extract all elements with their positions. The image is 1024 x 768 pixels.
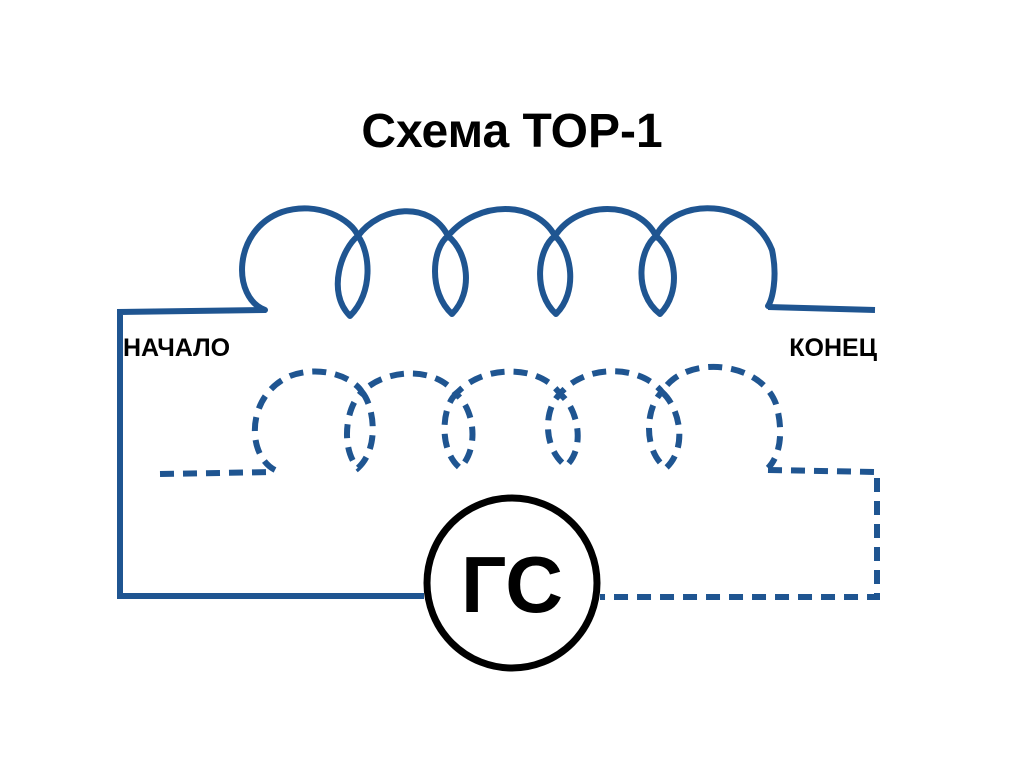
end-lead-wire (767, 304, 876, 313)
end-label: КОНЕЦ (789, 334, 877, 362)
start-lead-wire (117, 307, 424, 599)
generator-circle (423, 494, 601, 672)
lower-start-lead-dashed (159, 469, 276, 477)
diagram-title: Схема ТОР-1 (361, 105, 662, 158)
upper-coil-solid (239, 205, 778, 319)
generator-symbol: ГС (423, 494, 601, 672)
lower-coil-dashed (251, 363, 784, 473)
lower-end-lead-dashed (600, 467, 880, 600)
start-label: НАЧАЛО (123, 334, 230, 362)
generator-label: ГС (461, 540, 563, 629)
